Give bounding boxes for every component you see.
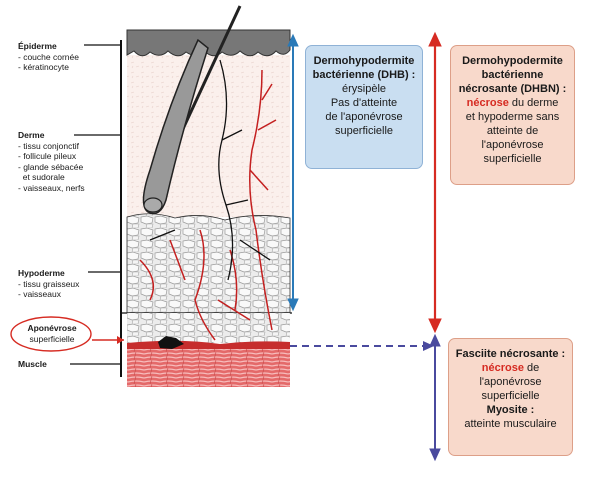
dhb-range-arrow (287, 33, 299, 312)
dhb-box: Dermohypodermite bactérienne (DHB) : éry… (305, 45, 423, 169)
derme-item: - glande sébacée (18, 161, 84, 172)
fasciite-range-arrow (429, 333, 441, 462)
epiderme-item: - kératinocyte (18, 62, 70, 72)
muscle-layer (127, 349, 290, 387)
derme-title: Derme (18, 130, 45, 140)
dhb-title: bactérienne (DHB) : (312, 69, 416, 81)
aponevrose-sub: superficielle (29, 333, 75, 344)
dhbn-title: bactérienne (481, 69, 544, 81)
epidermis-layer (126, 29, 291, 57)
dhbn-title: nécrosante (DHBN) : (458, 83, 567, 95)
dhbn-range-arrow (428, 31, 442, 334)
hair-follicle (142, 38, 209, 215)
epiderme-title: Épiderme (18, 41, 57, 51)
dhbn-text: superficielle (483, 153, 542, 165)
derme-item: et sudorale (18, 172, 65, 182)
blood-vessels (139, 69, 277, 341)
aponevrose-title: Aponévrose (27, 323, 77, 333)
derme-item: - tissu conjonctif (18, 140, 79, 151)
fascia-layer (127, 313, 290, 343)
derme-item: - follicule pileux (18, 151, 77, 161)
fasciite-box: Fasciite nécrosante : nécrose de l'aponé… (448, 338, 573, 456)
label-derme: Derme - tissu conjonctif - follicule pil… (18, 130, 85, 193)
fasciite-text-line: nécrose de (455, 361, 566, 375)
dhbn-text: du derme (508, 97, 559, 109)
dhbn-necrose: nécrose (466, 97, 509, 109)
fasciite-text: l'aponévrose (479, 376, 542, 388)
muscle-title: Muscle (18, 359, 47, 369)
myosite-title: Myosite : (486, 404, 535, 416)
dhbn-text: atteinte de l'aponévrose (481, 125, 544, 151)
fasciite-text: superficielle (481, 390, 540, 402)
fasciite-text: de (523, 362, 540, 374)
hypoderme-item: - vaisseaux (18, 289, 61, 299)
epiderme-item: - couche cornée (18, 51, 79, 62)
hypoderme-title: Hypoderme (18, 268, 65, 278)
dhbn-text: et hypoderme sans (465, 111, 560, 123)
nerves (149, 59, 271, 281)
dhb-text: de l'aponévrose (325, 111, 403, 123)
fasciite-title: Fasciite nécrosante : (455, 348, 566, 360)
fasciite-necrose: nécrose (481, 362, 524, 374)
dhbn-text-line: nécrose du derme (457, 96, 568, 110)
hypoderme-item: - tissu graisseux (18, 278, 80, 289)
necrosis-spot (158, 336, 184, 349)
myosite-text: atteinte musculaire (464, 418, 557, 430)
dhb-text: érysipèle (341, 83, 387, 95)
label-aponevrose: Aponévrose superficielle (24, 323, 80, 344)
hair-bulb (143, 197, 163, 213)
label-muscle: Muscle (18, 359, 47, 370)
label-hypoderme: Hypoderme - tissu graisseux - vaisseaux (18, 268, 79, 300)
dhb-title: Dermohypodermite (313, 55, 415, 67)
dhb-text: superficielle (334, 125, 394, 137)
dhbn-title: Dermohypodermite (462, 55, 563, 67)
dhb-text: Pas d'atteinte (330, 97, 398, 109)
label-epiderme: Épiderme - couche cornée - kératinocyte (18, 41, 79, 73)
dhbn-box: Dermohypodermite bactérienne nécrosante … (450, 45, 575, 185)
derme-item: - vaisseaux, nerfs (18, 182, 85, 193)
aponevrose-oval (10, 316, 92, 352)
